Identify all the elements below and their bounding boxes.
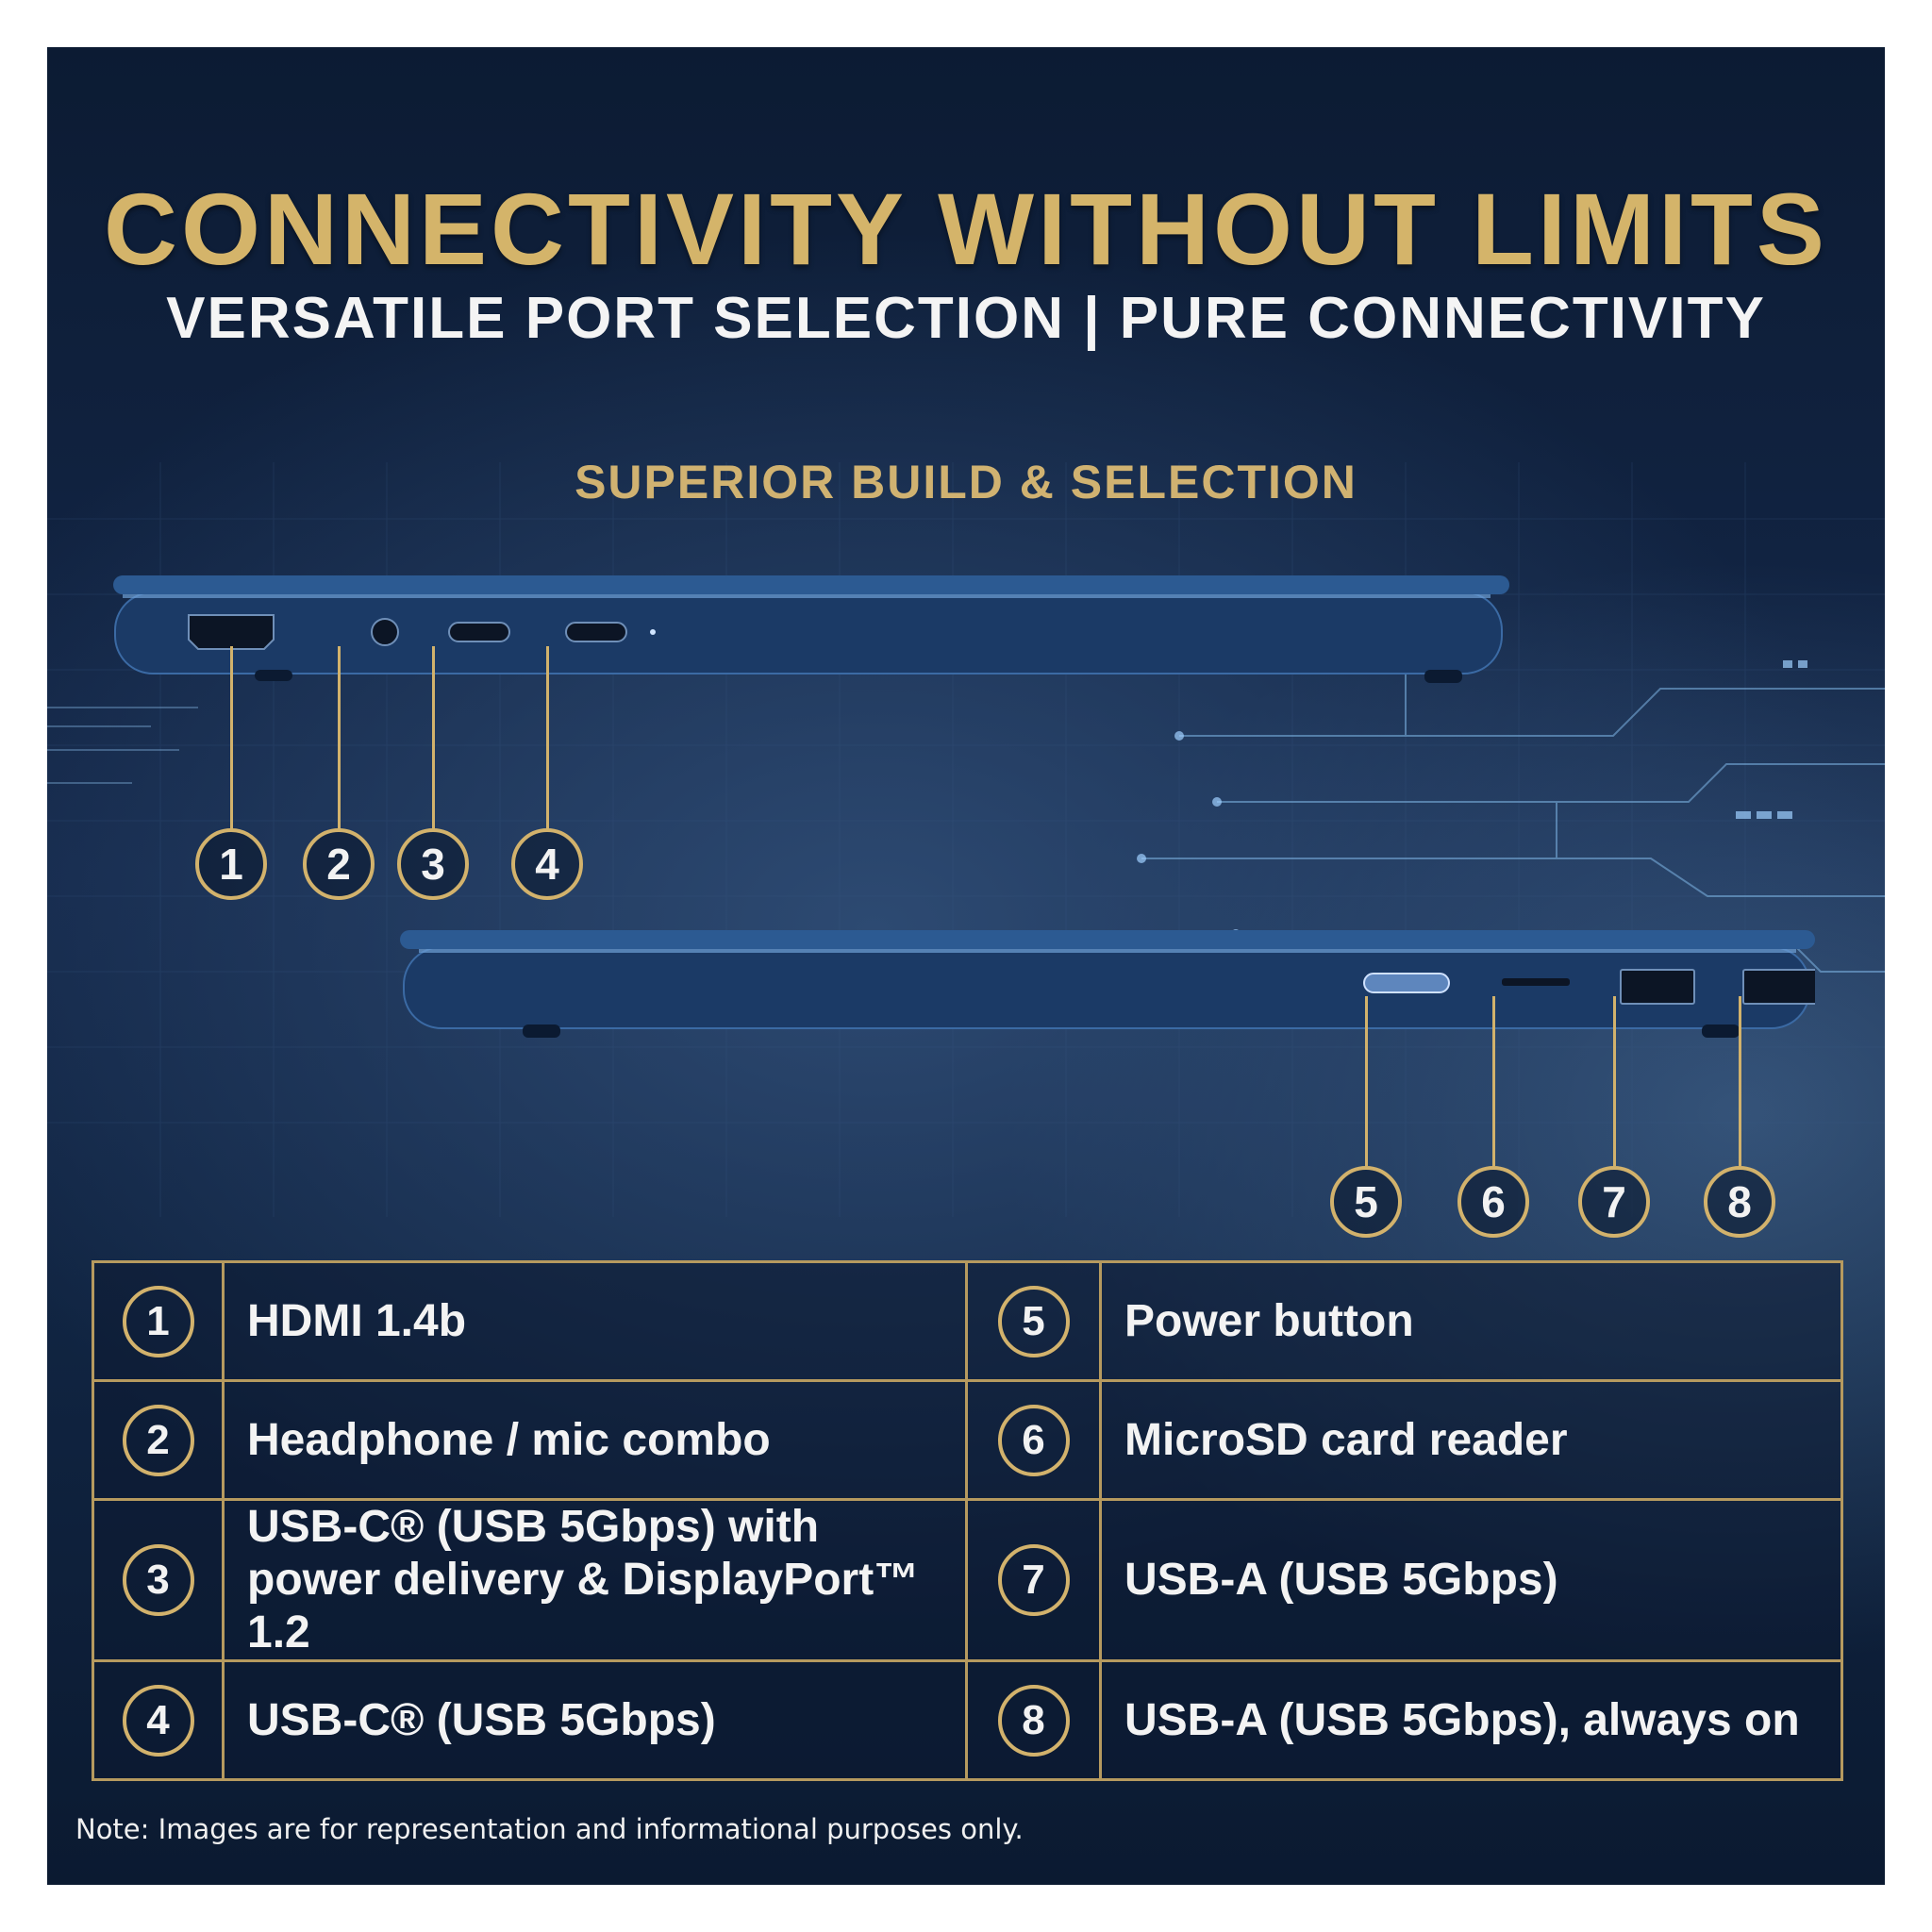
port-number-badge: 1	[122, 1285, 194, 1357]
port-number-badge: 7	[997, 1544, 1070, 1616]
port-label: USB-A (USB 5Gbps)	[1099, 1498, 1843, 1662]
ports-table: 1 HDMI 1.4b 5 Power button 2 Headphone /…	[92, 1260, 1843, 1781]
port-number-badge: 2	[122, 1404, 194, 1476]
table-row: 1 HDMI 1.4b 5 Power button	[92, 1260, 1843, 1382]
port-label: Headphone / mic combo	[222, 1379, 968, 1501]
laptop-right-side	[400, 930, 1815, 1038]
port-label: HDMI 1.4b	[222, 1260, 968, 1382]
callout-line	[1365, 996, 1368, 1166]
page-subtitle: VERSATILE PORT SELECTION | PURE CONNECTI…	[166, 286, 1766, 351]
callout-line	[338, 646, 341, 829]
port-number-badge: 3	[122, 1544, 194, 1616]
callout-4: 4	[511, 828, 583, 900]
port-number-cell: 6	[965, 1379, 1102, 1501]
callout-line	[1739, 996, 1741, 1166]
port-label: Power button	[1099, 1260, 1843, 1382]
page-title: CONNECTIVITY WITHOUT LIMITS	[104, 172, 1828, 286]
audio-jack-icon	[371, 618, 399, 646]
laptop-left-side	[113, 575, 1509, 683]
callout-line	[1613, 996, 1616, 1166]
callout-line	[230, 646, 233, 829]
port-number-badge: 4	[122, 1684, 194, 1757]
callout-1: 1	[195, 828, 267, 900]
port-number-cell: 8	[965, 1659, 1102, 1781]
port-number-cell: 5	[965, 1260, 1102, 1382]
callout-8: 8	[1704, 1166, 1775, 1238]
callout-2: 2	[303, 828, 375, 900]
power-button-icon	[1363, 973, 1450, 993]
poster: CONNECTIVITY WITHOUT LIMITS VERSATILE PO…	[47, 47, 1885, 1885]
callout-line	[546, 646, 549, 829]
usb-a-port-icon	[1742, 969, 1815, 1005]
usb-c-port-icon	[448, 622, 510, 642]
disclaimer-note: Note: Images are for representation and …	[75, 1813, 1024, 1845]
port-number-badge: 8	[997, 1684, 1070, 1757]
microsd-slot-icon	[1502, 978, 1570, 986]
callout-line	[432, 646, 435, 829]
port-number-cell: 7	[965, 1498, 1102, 1662]
callout-6: 6	[1457, 1166, 1529, 1238]
table-row: 4 USB-C® (USB 5Gbps) 8 USB-A (USB 5Gbps)…	[92, 1659, 1843, 1781]
port-label: USB-A (USB 5Gbps), always on	[1099, 1659, 1843, 1781]
port-label: USB-C® (USB 5Gbps)	[222, 1659, 968, 1781]
hdmi-port-icon	[188, 614, 275, 650]
port-number-badge: 6	[997, 1404, 1070, 1476]
table-row: 2 Headphone / mic combo 6 MicroSD card r…	[92, 1379, 1843, 1501]
callout-7: 7	[1578, 1166, 1650, 1238]
usb-c-port-icon	[565, 622, 627, 642]
port-number-cell: 1	[92, 1260, 225, 1382]
port-number-cell: 4	[92, 1659, 225, 1781]
callout-5: 5	[1330, 1166, 1402, 1238]
table-row: 3 USB-C® (USB 5Gbps) with power delivery…	[92, 1498, 1843, 1662]
port-number-cell: 2	[92, 1379, 225, 1501]
port-number-badge: 5	[997, 1285, 1070, 1357]
circuit-decoration	[1137, 660, 1885, 973]
usb-a-port-icon	[1620, 969, 1695, 1005]
callout-line	[1492, 996, 1495, 1166]
section-heading: SUPERIOR BUILD & SELECTION	[575, 456, 1357, 508]
port-label: MicroSD card reader	[1099, 1379, 1843, 1501]
port-number-cell: 3	[92, 1498, 225, 1662]
port-label: USB-C® (USB 5Gbps) with power delivery &…	[222, 1498, 968, 1662]
callout-3: 3	[397, 828, 469, 900]
